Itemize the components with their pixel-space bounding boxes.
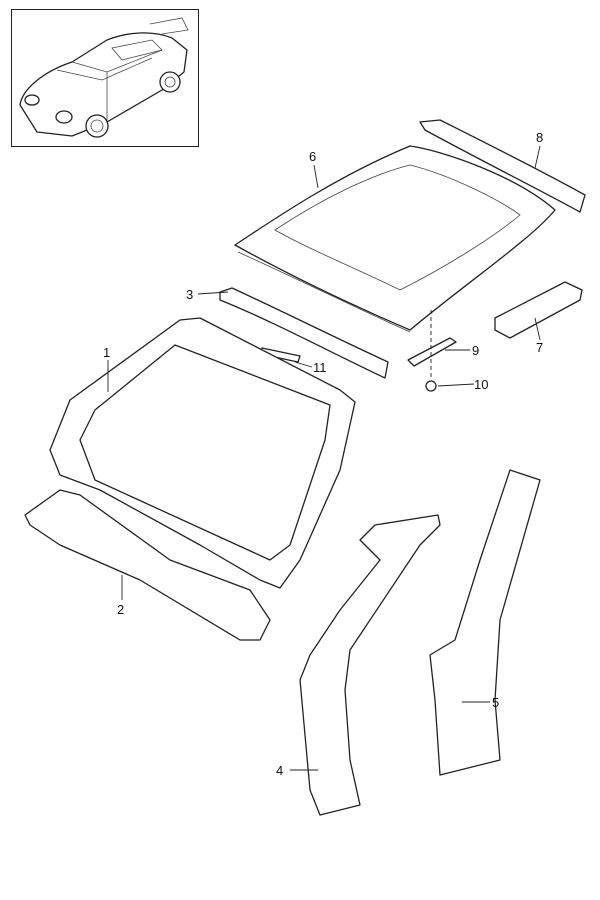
car-icon [19, 17, 189, 138]
part-5-b-pillar[interactable] [429, 469, 541, 776]
callout-11[interactable]: 11 [313, 360, 327, 375]
part-8-rear-roof-crossmember[interactable] [419, 119, 586, 213]
callout-5[interactable]: 5 [492, 695, 500, 710]
callout-7[interactable]: 7 [536, 340, 544, 355]
callout-3[interactable]: 3 [186, 287, 194, 302]
callout-2[interactable]: 2 [117, 602, 125, 617]
callout-4[interactable]: 4 [276, 763, 284, 778]
callout-6[interactable]: 6 [309, 149, 317, 164]
part-2-cowl-panel[interactable] [24, 489, 271, 641]
callout-1[interactable]: 1 [103, 345, 111, 360]
part-3-front-roof-frame[interactable] [219, 287, 389, 379]
part-7-bracket[interactable] [494, 281, 583, 339]
callout-9[interactable]: 9 [472, 343, 480, 358]
leader-lines [107, 145, 541, 771]
part-10-nut[interactable] [425, 380, 437, 392]
part-9-mount[interactable] [407, 337, 457, 367]
callout-10[interactable]: 10 [474, 377, 489, 392]
callout-8[interactable]: 8 [536, 130, 544, 145]
part-4-a-pillar[interactable] [299, 514, 441, 816]
vehicle-thumbnail [11, 9, 199, 147]
part-6-roof-panel[interactable] [234, 145, 556, 333]
part-1-windshield-frame[interactable] [49, 317, 356, 589]
